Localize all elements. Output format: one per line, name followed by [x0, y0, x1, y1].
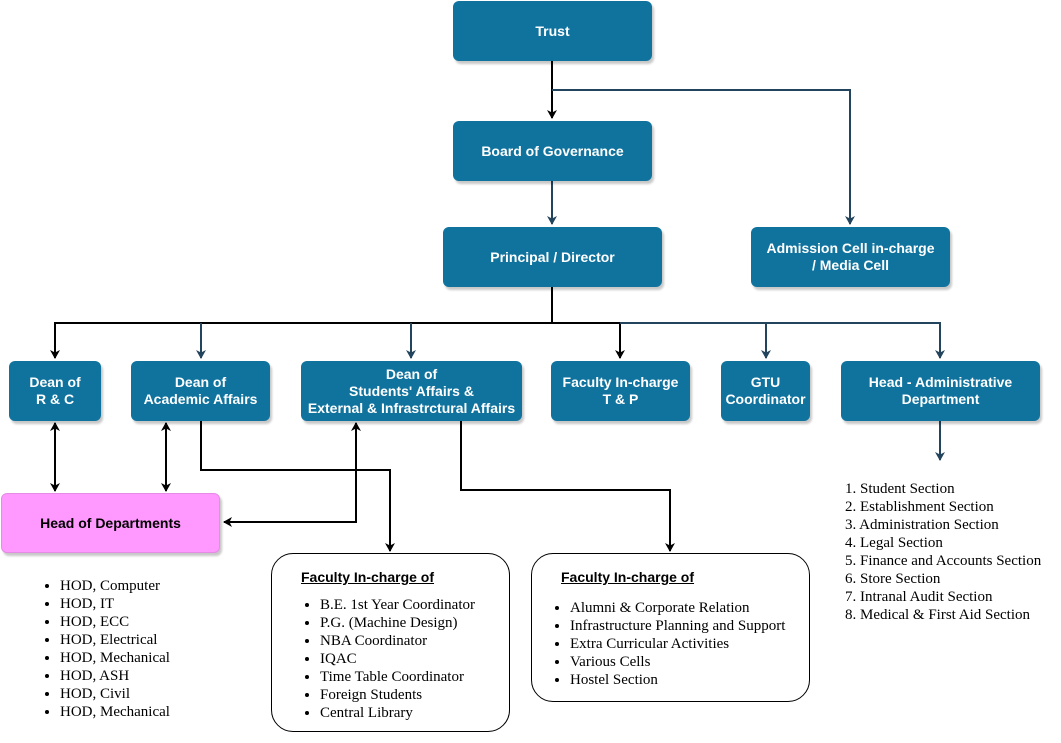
dean-academic-node: Dean of Academic Affairs [131, 361, 270, 421]
head-of-departments-label: Head of Departments [40, 514, 181, 531]
faculty-panel-2-list: Alumni & Corporate Relation Infrastructu… [554, 599, 785, 689]
admin-sections-list: 1. Student Section 2. Establishment Sect… [845, 480, 1041, 624]
list-item: B.E. 1st Year Coordinator [320, 596, 475, 614]
admission-cell-node: Admission Cell in-charge / Media Cell [751, 227, 950, 287]
list-item: 7. Intranal Audit Section [845, 589, 993, 605]
list-item: NBA Coordinator [320, 632, 475, 650]
list-item: HOD, ASH [60, 667, 170, 685]
list-item: Infrastructure Planning and Support [570, 617, 785, 635]
dean-rc-node: Dean of R & C [9, 361, 101, 421]
hod-list: HOD, Computer HOD, IT HOD, ECC HOD, Elec… [44, 577, 170, 721]
trust-node: Trust [453, 1, 652, 61]
principal-to-gtu-edge [620, 322, 771, 359]
list-item: 4. Legal Section [845, 535, 943, 551]
gtu-label: GTU Coordinator [725, 374, 806, 407]
list-item: HOD, Civil [60, 685, 170, 703]
dean-academic-label: Dean of Academic Affairs [143, 374, 258, 407]
list-item: P.G. (Machine Design) [320, 614, 475, 632]
list-item: HOD, Mechanical [60, 649, 170, 667]
list-item: 8. Medical & First Aid Section [845, 607, 1030, 623]
list-item: Various Cells [570, 653, 785, 671]
list-item: Extra Curricular Activities [570, 635, 785, 653]
faculty-panel-1-list: B.E. 1st Year Coordinator P.G. (Machine … [304, 596, 475, 722]
list-item: 3. Administration Section [845, 517, 999, 533]
faculty-panel-2-title: Faculty In-charge of [561, 569, 695, 585]
head-of-departments-node: Head of Departments [1, 493, 220, 553]
faculty-panel-1-title: Faculty In-charge of [301, 569, 435, 585]
dean-students-to-panel2-edge [460, 421, 675, 552]
list-item: Foreign Students [320, 686, 475, 704]
trust-label: Trust [535, 22, 570, 39]
dean-students-node: Dean of Students' Affairs & External & I… [301, 361, 522, 421]
principal-to-faculty-tp-edge [552, 322, 625, 359]
list-item: HOD, IT [60, 595, 170, 613]
list-item: Time Table Coordinator [320, 668, 475, 686]
list-item: 2. Establishment Section [845, 499, 994, 515]
dean-rc-label: Dean of R & C [29, 374, 81, 407]
list-item: HOD, Computer [60, 577, 170, 595]
admission-label: Admission Cell in-charge / Media Cell [766, 240, 935, 273]
dean-students-label: Dean of Students' Affairs & External & I… [307, 365, 516, 416]
principal-to-head-admin-edge [766, 322, 945, 359]
list-item: HOD, Mechanical [60, 703, 170, 721]
head-admin-label: Head - Administrative Department [868, 374, 1013, 407]
list-item: HOD, Electrical [60, 631, 170, 649]
list-item: 5. Finance and Accounts Section [845, 553, 1042, 569]
faculty-panel-1 [271, 553, 510, 732]
list-item: 1. Student Section [845, 481, 955, 497]
list-item: HOD, ECC [60, 613, 170, 631]
list-item: Alumni & Corporate Relation [570, 599, 785, 617]
list-item: Hostel Section [570, 671, 785, 689]
head-admin-node: Head - Administrative Department [841, 361, 1040, 421]
faculty-panel-2 [531, 553, 810, 702]
principal-to-dean-rc-edge [50, 322, 552, 359]
dean-students-hod-edge [223, 422, 361, 527]
list-item: IQAC [320, 650, 475, 668]
board-label: Board of Governance [481, 142, 624, 159]
trust-to-admission-edge [552, 89, 855, 225]
principal-director-node: Principal / Director [443, 227, 662, 287]
list-item: 6. Store Section [845, 571, 941, 587]
dean-academic-to-panel1-edge [200, 421, 395, 552]
faculty-tp-node: Faculty In-charge T & P [551, 361, 690, 421]
principal-label: Principal / Director [490, 248, 615, 265]
board-of-governance-node: Board of Governance [453, 121, 652, 181]
gtu-coordinator-node: GTU Coordinator [721, 361, 810, 421]
list-item: Central Library [320, 704, 475, 722]
faculty-tp-label: Faculty In-charge T & P [562, 374, 679, 407]
